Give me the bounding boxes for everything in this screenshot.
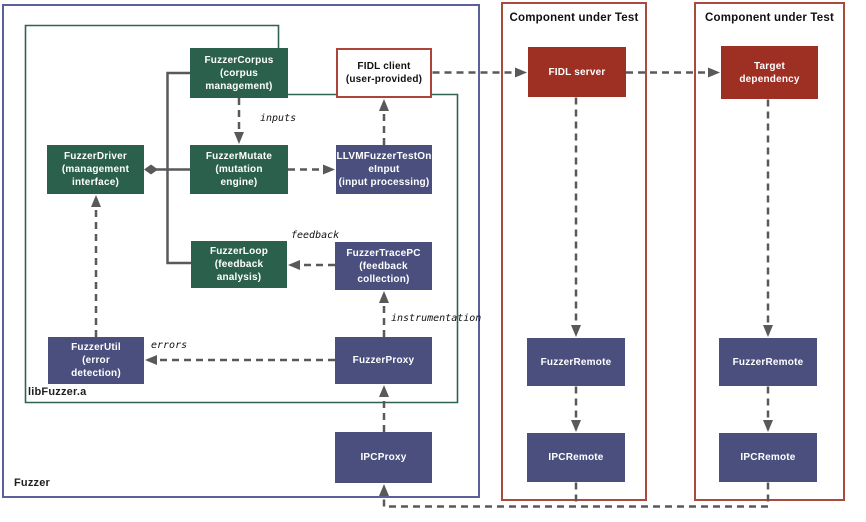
node-target-dependency: Target dependency: [721, 46, 818, 99]
group-component-under-test-2: Component under Test: [694, 2, 845, 501]
group-component-under-test-1: Component under Test: [501, 2, 647, 501]
edge-driver-bracket: [166, 71, 191, 265]
edge-label-instrumentation: instrumentation: [391, 313, 482, 324]
libfuzzer-boundary-line: [24, 24, 459, 404]
group-fuzzer: Fuzzer: [2, 4, 480, 498]
node-fuzzer-util: FuzzerUtil (error detection): [48, 337, 144, 384]
group-fuzzer-label: Fuzzer: [14, 477, 51, 489]
node-ipc-proxy: IPCProxy: [335, 432, 432, 483]
edge-label-errors: errors: [151, 340, 188, 351]
node-fuzzer-corpus: FuzzerCorpus (corpus management): [190, 48, 288, 98]
node-fuzzer-remote-2: FuzzerRemote: [719, 338, 817, 386]
edge-remotes-to-ipcproxy: [379, 482, 770, 508]
node-ipc-remote-2: IPCRemote: [719, 433, 817, 482]
edge-label-feedback: feedback: [291, 230, 340, 241]
node-fuzzer-proxy: FuzzerProxy: [335, 337, 432, 384]
node-fuzzer-mutate: FuzzerMutate (mutation engine): [190, 145, 288, 194]
node-fuzzer-remote-1: FuzzerRemote: [527, 338, 625, 386]
group-libfuzzer-label: libFuzzer.a: [28, 386, 87, 398]
node-fuzzer-driver: FuzzerDriver (management interface): [47, 145, 144, 194]
node-fuzzer-loop: FuzzerLoop (feedback analysis): [191, 241, 287, 288]
edge-label-inputs: inputs: [260, 113, 297, 124]
group-cut1-label: Component under Test: [509, 12, 639, 24]
node-fuzzer-trace-pc: FuzzerTracePC (feedback collection): [335, 242, 432, 290]
group-cut2-label: Component under Test: [704, 12, 834, 24]
node-fidl-server: FIDL server: [528, 47, 626, 97]
composition-diamond: [144, 164, 158, 175]
node-ipc-remote-1: IPCRemote: [527, 433, 625, 482]
node-fidl-client: FIDL client (user-provided): [336, 48, 432, 98]
node-llvm-fuzzer-test-one-input: LLVMFuzzerTestOn eInput (input processin…: [336, 145, 432, 194]
